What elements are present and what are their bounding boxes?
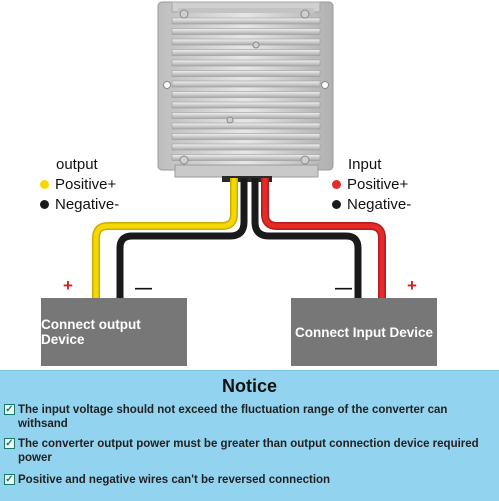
converter-image [157, 1, 334, 182]
input-legend-positive: Positive+ [332, 176, 408, 193]
notice-item-text: The converter output power must be great… [18, 438, 479, 464]
output-negative-label: Negative- [55, 196, 120, 213]
notice-item-3: ✓ Positive and negative wires can't be r… [4, 473, 494, 487]
yellow-dot-icon [40, 180, 49, 189]
black-dot-icon [332, 200, 341, 209]
notice-item-2: ✓ The converter output power must be gre… [4, 437, 494, 465]
notice-item-1: ✓ The input voltage should not exceed th… [4, 403, 494, 431]
input-negative-label: Negative- [347, 196, 412, 213]
input-plus-sign: + [407, 276, 417, 295]
output-minus-sign: — [135, 278, 152, 297]
input-legend-title: Input [348, 156, 382, 173]
input-negative-wire [251, 178, 362, 300]
input-device-box: Connect Input Device [291, 298, 437, 366]
output-positive-label: Positive+ [55, 176, 117, 193]
wiring-diagram [92, 1, 386, 300]
notice-panel: Notice ✓ The input voltage should not ex… [0, 370, 499, 501]
check-icon: ✓ [4, 404, 15, 415]
output-legend-negative: Negative- [40, 196, 119, 213]
output-negative-wire [116, 178, 248, 300]
black-dot-icon [40, 200, 49, 209]
input-device-label: Connect Input Device [294, 324, 434, 340]
notice-item-text: The input voltage should not exceed the … [18, 404, 448, 430]
output-legend-positive: Positive+ [40, 176, 116, 193]
input-positive-label: Positive+ [347, 176, 409, 193]
output-legend-title: output [56, 156, 98, 173]
check-icon: ✓ [4, 438, 15, 449]
input-legend-negative: Negative- [332, 196, 411, 213]
notice-item-text: Positive and negative wires can't be rev… [18, 474, 331, 486]
output-device-box: Connect output Device [41, 298, 187, 366]
red-dot-icon [332, 180, 341, 189]
input-minus-sign: — [335, 278, 352, 297]
check-icon: ✓ [4, 474, 15, 485]
output-plus-sign: + [63, 276, 73, 295]
output-device-label: Connect output Device [41, 317, 141, 347]
notice-title: Notice [221, 376, 277, 396]
